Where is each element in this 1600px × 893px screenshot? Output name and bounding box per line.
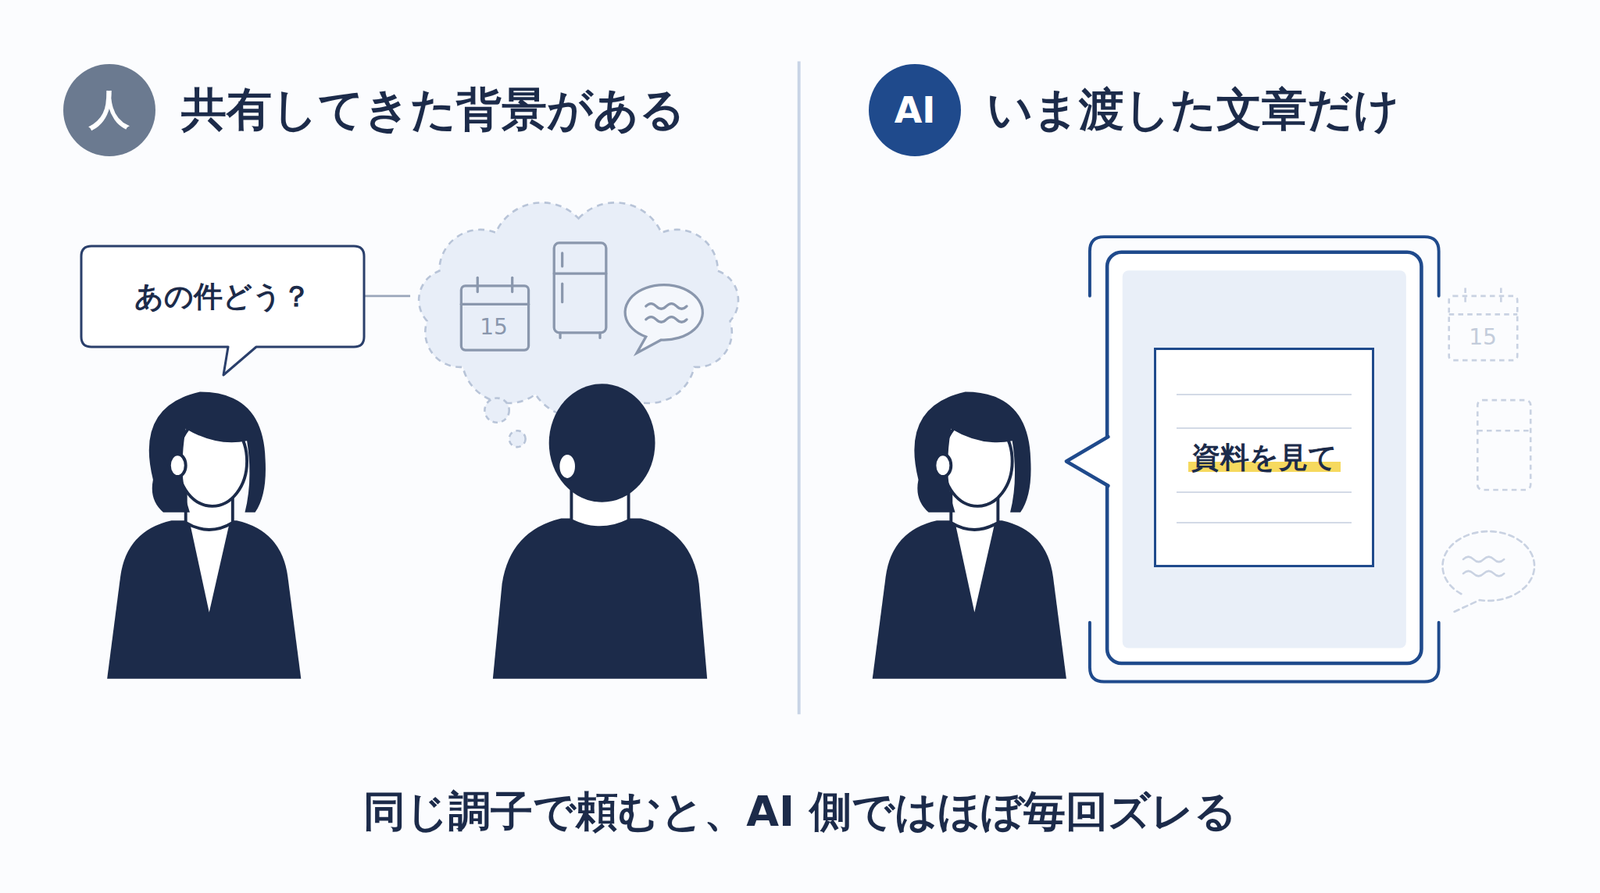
- calendar-icon-part: [460, 303, 529, 306]
- person-woman-part: [955, 522, 996, 613]
- calendar-icon-part: [510, 277, 514, 292]
- person-woman: [107, 392, 301, 679]
- fridge-icon: [553, 242, 607, 338]
- avatar-badge: 人: [63, 64, 156, 157]
- fridge-icon-part: [560, 283, 564, 303]
- faded-calendar-icon-part: [1449, 296, 1518, 361]
- calendar-date: 15: [1468, 324, 1497, 350]
- fridge-icon-part: [558, 332, 561, 339]
- thought-cloud-part: [484, 397, 509, 422]
- person-woman-part: [934, 453, 951, 477]
- document-page: 資料を見て: [1153, 347, 1375, 568]
- calendar-date: 15: [479, 314, 508, 340]
- caption: 同じ調子で頼むと、AI 側ではほぼ毎回ズレる: [0, 783, 1600, 841]
- faded-chat-icon-part: [1463, 557, 1504, 563]
- person-man-part: [492, 518, 708, 679]
- document-frame: [1066, 236, 1440, 682]
- speech-bubble: あの件どう？: [81, 246, 365, 347]
- person-man-part: [557, 453, 577, 480]
- document-frame-part: [1107, 252, 1422, 664]
- chat-icon: [625, 285, 703, 354]
- faded-calendar-icon: [1449, 287, 1518, 361]
- person-man: [492, 383, 708, 679]
- person-woman-part: [872, 520, 1067, 679]
- person-woman-part: [149, 392, 266, 513]
- fridge-icon-part: [560, 253, 564, 267]
- faded-chat-icon-part: [1442, 531, 1535, 613]
- chat-icon-part: [646, 303, 687, 310]
- person-woman-part: [189, 522, 230, 613]
- document-frame-part: [1122, 270, 1407, 648]
- document-text: 資料を見て: [1188, 438, 1341, 478]
- thought-cloud-part: [509, 430, 526, 447]
- faded-chat-icon-part: [1463, 571, 1504, 577]
- thought-link-line: [364, 295, 411, 298]
- person-woman-part: [169, 453, 186, 477]
- document-rule: [1176, 521, 1352, 524]
- faded-calendar-icon-part: [1464, 287, 1467, 302]
- fridge-icon-part: [553, 271, 607, 275]
- calendar-icon-part: [460, 285, 529, 350]
- avatar-text: AI: [894, 89, 936, 132]
- panel-heading: いま渡した文章だけ: [986, 79, 1400, 141]
- faded-calendar-icon-part: [1500, 287, 1503, 302]
- document-rule: [1176, 393, 1352, 396]
- panel-heading: 共有してきた背景がある: [181, 79, 686, 141]
- fridge-icon-part: [553, 242, 607, 333]
- speech-bubble-shape: [81, 246, 365, 375]
- divider-line: [797, 60, 801, 715]
- avatar-circle: AI いま渡した文章だけ: [868, 64, 1400, 157]
- speech-text: あの件どう？: [134, 277, 311, 317]
- thought-cloud-part: [418, 202, 739, 418]
- fridge-icon-part: [598, 332, 601, 339]
- chat-icon-part: [625, 285, 703, 354]
- document-rule: [1176, 491, 1352, 493]
- avatar-circle: 人共有してきた背景がある: [63, 64, 686, 157]
- person-woman: [872, 392, 1067, 679]
- person-woman-part: [914, 392, 1031, 513]
- person-woman-part: [107, 520, 301, 679]
- chat-icon-part: [646, 317, 687, 323]
- faded-fridge-icon-part: [1477, 429, 1531, 433]
- faded-chat-icon: [1442, 531, 1535, 613]
- avatar-text: 人: [89, 82, 130, 138]
- person-man-part: [549, 383, 656, 503]
- document-frame-part: [1066, 436, 1109, 486]
- document-rule: [1176, 427, 1352, 429]
- faded-fridge-icon-part: [1477, 400, 1531, 490]
- faded-calendar-icon-part: [1449, 313, 1518, 316]
- document-frame-part: [1066, 436, 1111, 486]
- avatar-badge: AI: [868, 64, 961, 157]
- faded-fridge-icon: [1477, 400, 1531, 490]
- calendar-icon-part: [476, 277, 479, 292]
- calendar-icon: [460, 277, 529, 350]
